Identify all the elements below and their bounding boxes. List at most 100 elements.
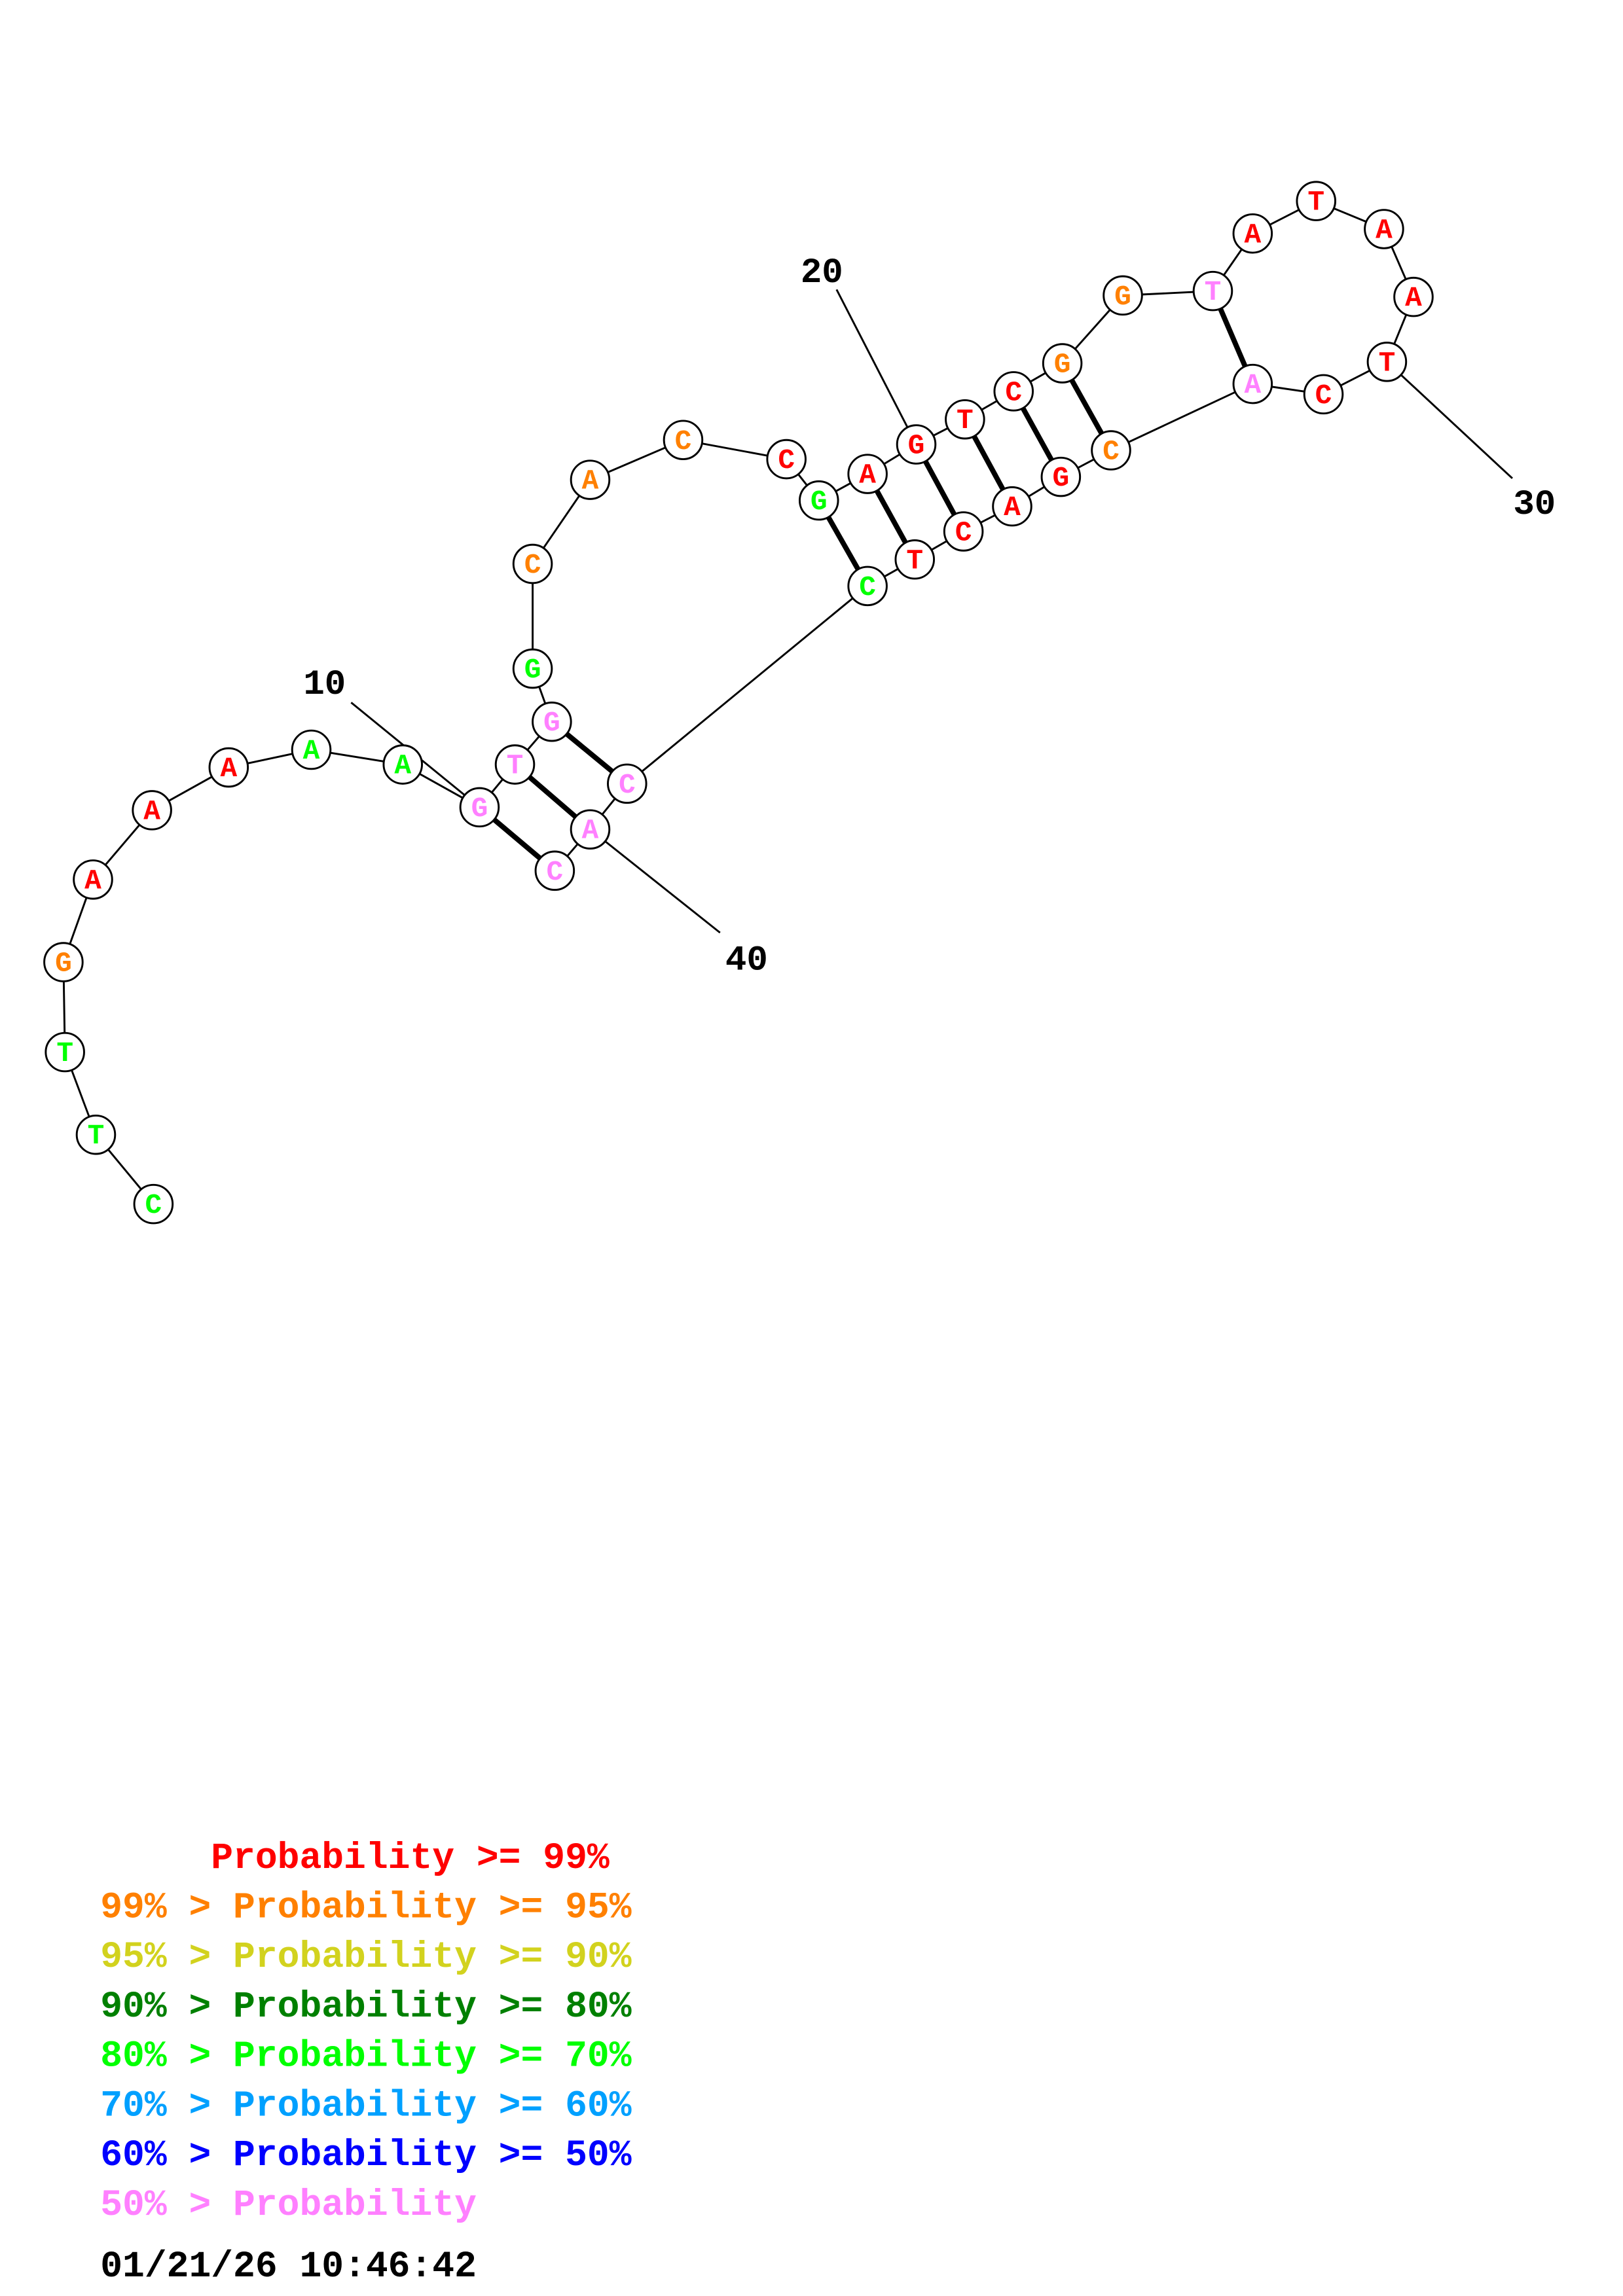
nucleotide: G <box>43 942 84 982</box>
legend-entry: 50% > Probability <box>100 2184 477 2226</box>
nucleotide: G <box>459 787 500 828</box>
nucleotide: A <box>847 454 888 494</box>
nucleotide-circle <box>1192 270 1233 312</box>
legend-entry: 90% > Probability >= 80% <box>100 1986 631 2028</box>
position-label-leader <box>589 829 721 934</box>
nucleotide-circle <box>945 399 985 440</box>
nucleotide-letter: T <box>906 545 923 577</box>
nucleotide-letter: T <box>1307 187 1324 219</box>
nucleotide-circle <box>570 809 611 850</box>
nucleotide: A <box>1232 213 1273 254</box>
position-label: 20 <box>801 253 843 293</box>
nucleotide-circle <box>133 1183 174 1225</box>
nucleotide-circle <box>993 371 1034 412</box>
nucleotide: A <box>1364 209 1404 249</box>
nucleotide: G <box>1042 343 1083 384</box>
nucleotide-letter: C <box>955 517 972 549</box>
nucleotide-circle <box>1366 342 1408 382</box>
legend-entry: Probability >= 99% <box>100 1837 610 1879</box>
nucleotide-letter: A <box>1004 492 1021 524</box>
legend-entry: 60% > Probability >= 50% <box>100 2134 631 2176</box>
nucleotide-letter: A <box>582 465 599 497</box>
nucleotide-letter: C <box>675 425 692 457</box>
nucleotide-circle <box>1393 276 1434 317</box>
nucleotide-circle <box>1232 363 1273 404</box>
nucleotide-circle <box>45 1031 85 1073</box>
nucleotide-circle <box>494 744 536 785</box>
nucleotide: A <box>1232 363 1273 404</box>
position-label: 10 <box>303 665 346 705</box>
nucleotide-circle <box>382 744 424 785</box>
nucleotide: C <box>1091 430 1131 471</box>
nucleotide-letter: A <box>143 795 160 827</box>
nucleotide-letter: A <box>1405 282 1422 314</box>
nucleotide-circle <box>532 701 572 742</box>
nucleotide-letter: A <box>220 753 237 785</box>
nucleotide-letter: C <box>859 571 876 603</box>
backbone-link <box>1110 383 1253 452</box>
position-label: 30 <box>1513 485 1556 525</box>
nucleotide-letter: G <box>811 486 828 518</box>
nucleotide: C <box>663 420 704 461</box>
nucleotide: G <box>799 480 839 521</box>
nucleotide-circle <box>43 942 84 982</box>
nucleotide-circle <box>1303 374 1344 415</box>
nucleotide: T <box>494 744 536 785</box>
nucleotide-letter: G <box>908 430 925 462</box>
nucleotide-circle <box>75 1114 117 1155</box>
legend-entry: 70% > Probability >= 60% <box>100 2085 631 2126</box>
nucleotide-letter: C <box>619 769 636 801</box>
nucleotide-letter: C <box>1315 380 1332 412</box>
nucleotide: A <box>992 486 1032 527</box>
nucleotide-letter: T <box>88 1120 105 1152</box>
legend-entry: 80% > Probability >= 70% <box>100 2036 631 2077</box>
timestamp: 01/21/26 10:46:42 <box>100 2246 477 2287</box>
nucleotide: A <box>73 859 113 900</box>
nucleotide: C <box>133 1183 174 1225</box>
nucleotide-circle <box>1103 275 1143 316</box>
nucleotide: A <box>291 729 332 770</box>
nucleotide-circle <box>512 543 553 584</box>
nucleotide-circle <box>1364 209 1404 249</box>
position-label-leader <box>835 289 917 445</box>
nucleotide: T <box>1296 181 1337 221</box>
nucleotide-circle <box>607 763 647 804</box>
nucleotide: G <box>512 648 553 689</box>
nucleotide-letter: G <box>1054 349 1071 381</box>
nucleotide: G <box>532 701 572 742</box>
nucleotide-letter: A <box>84 865 101 897</box>
nucleotide-letter: T <box>56 1037 73 1069</box>
nucleotide-circle <box>663 420 704 461</box>
nucleotide: G <box>1103 275 1143 316</box>
nucleotide-circle <box>570 459 611 500</box>
nucleotide-circle <box>896 424 937 465</box>
nucleotide-circle <box>512 648 553 689</box>
nucleotide: C <box>607 763 647 804</box>
nucleotide-circle <box>847 565 888 607</box>
backbone <box>62 200 1415 1205</box>
nucleotide-letter: C <box>547 856 564 888</box>
nucleotide-letter: T <box>1205 276 1222 308</box>
backbone-link <box>626 585 869 785</box>
nucleotide-circle <box>894 539 936 580</box>
nucleotide-letter: G <box>1114 281 1131 313</box>
nucleotide: C <box>534 850 575 891</box>
nucleotide-letter: G <box>471 793 488 825</box>
nucleotide-letter: A <box>1376 215 1393 247</box>
nucleotide: A <box>1393 276 1434 317</box>
nucleotide-letter: C <box>1103 436 1120 468</box>
nucleotide-circle <box>1296 181 1337 221</box>
nucleotide: G <box>896 424 937 465</box>
position-label-leader <box>1386 361 1513 479</box>
nucleotide-letter: T <box>1379 347 1396 379</box>
nucleotide-letter: A <box>1244 219 1261 251</box>
nucleotide-circle <box>459 787 500 828</box>
nucleotide: A <box>570 809 611 850</box>
nucleotide-letter: G <box>543 707 560 739</box>
nucleotide: A <box>132 790 172 831</box>
nucleotide-circle <box>1040 456 1082 497</box>
nucleotide-letter: C <box>145 1189 162 1221</box>
nucleotide: T <box>75 1114 117 1155</box>
nucleotide-letter: A <box>1244 369 1261 401</box>
